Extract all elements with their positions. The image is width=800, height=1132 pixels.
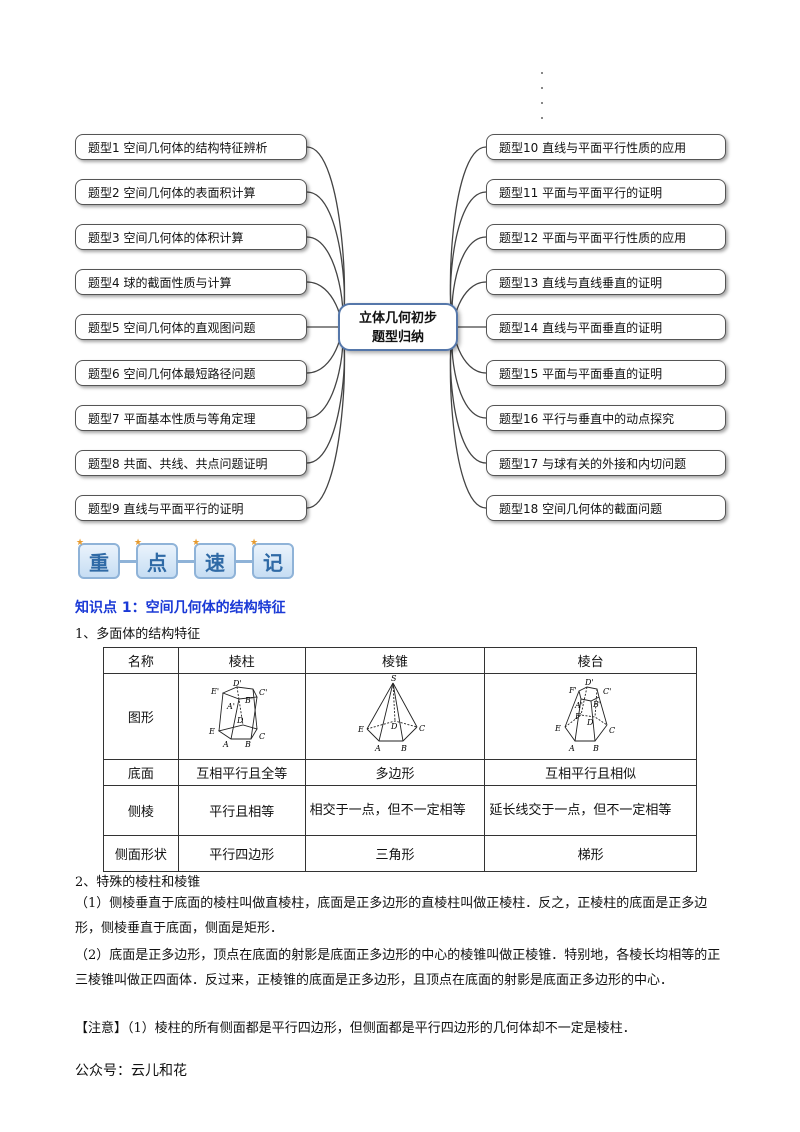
vertex-label: F' — [568, 686, 577, 695]
badge-text: 速 — [205, 551, 225, 575]
vertex-label: A — [222, 740, 229, 749]
mindmap-topic: 题型13 直线与直线垂直的证明 — [486, 269, 726, 295]
star-icon: ★ — [134, 538, 143, 548]
paragraph: （1）侧棱垂直于底面的棱柱叫做直棱柱，底面是正多边形的直棱柱叫做正棱柱．反之，正… — [75, 896, 708, 936]
table-cell: 多边形 — [304, 759, 486, 786]
badge-text: 点 — [147, 551, 167, 575]
footer-text: 公众号：云儿和花 — [75, 1063, 187, 1079]
vertex-label: B — [244, 740, 251, 749]
vertex-label: F — [574, 712, 581, 721]
vertex-label: C' — [259, 688, 267, 697]
mindmap-topic: 题型16 平行与垂直中的动点探究 — [486, 405, 726, 431]
knowledge-point-title: 知识点 1：空间几何体的结构特征 — [75, 600, 286, 616]
frustum-figure-cell: F' D' C' B' A' F D C E A B — [484, 673, 697, 760]
table-header: 名称 — [103, 647, 179, 674]
badge-text: 重 — [89, 551, 109, 575]
table-header: 棱柱 — [177, 647, 306, 674]
mindmap-topic: 题型18 空间几何体的截面问题 — [486, 495, 726, 521]
vertex-label: B' — [244, 696, 253, 705]
decorative-dots — [541, 72, 545, 132]
table-cell: 平行且相等 — [177, 785, 306, 836]
table-header: 棱台 — [484, 647, 697, 674]
table-cell: 延长线交于一点，但不一定相等 — [484, 785, 697, 836]
vertex-label: C — [259, 732, 265, 741]
star-icon: ★ — [250, 538, 259, 548]
mindmap-topic: 题型10 直线与平面平行性质的应用 — [486, 134, 726, 160]
table-header: 棱锥 — [304, 647, 486, 674]
pyramid-figure-cell: S E D A B C — [304, 673, 486, 760]
vertex-label: E — [554, 724, 561, 733]
table-row-label: 图形 — [103, 673, 179, 760]
vertex-label: A' — [574, 701, 583, 710]
prism-figure: E' D' C' B' A' D E A B C — [208, 679, 267, 749]
mindmap-topic: 题型6 空间几何体最短路径问题 — [75, 360, 307, 386]
vertex-label: C' — [603, 687, 611, 696]
badge-char: ★记 — [250, 539, 294, 579]
mindmap-center-line1: 立体几何初步 — [358, 311, 437, 326]
badge-char: ★速 — [192, 539, 236, 579]
vertex-label: B — [592, 744, 599, 753]
mindmap-topic: 题型7 平面基本性质与等角定理 — [75, 405, 307, 431]
table-cell: 互相平行且全等 — [177, 759, 306, 786]
section-title: 2、特殊的棱柱和棱锥 — [75, 875, 201, 890]
star-icon: ★ — [192, 538, 201, 548]
table-cell: 梯形 — [484, 835, 697, 872]
paragraph: （2）底面是正多边形，顶点在底面的射影是底面正多边形的中心的棱锥叫做正棱锥．特别… — [75, 948, 721, 988]
badge-text: 记 — [263, 551, 283, 575]
frustum-figure: F' D' C' B' A' F D C E A B — [554, 678, 615, 753]
section-title: 1、多面体的结构特征 — [75, 627, 201, 642]
vertex-label: C — [609, 726, 615, 735]
mindmap-center: 立体几何初步 题型归纳 — [338, 303, 458, 351]
vertex-label: D — [390, 722, 398, 731]
mindmap-topic: 题型3 空间几何体的体积计算 — [75, 224, 307, 250]
table-cell: 平行四边形 — [177, 835, 306, 872]
table-cell: 互相平行且相似 — [484, 759, 697, 786]
badge-char: ★重 — [76, 539, 120, 579]
mindmap-topic: 题型11 平面与平面平行的证明 — [486, 179, 726, 205]
vertex-label: E — [357, 725, 364, 734]
mindmap-topic: 题型2 空间几何体的表面积计算 — [75, 179, 307, 205]
mindmap-topic: 题型14 直线与平面垂直的证明 — [486, 314, 726, 340]
vertex-label: S — [391, 675, 397, 683]
vertex-label: D' — [584, 678, 594, 687]
vertex-label: A' — [226, 702, 235, 711]
vertex-label: D — [236, 716, 244, 725]
vertex-label: A — [568, 744, 575, 753]
key-points-badge: ★重 ★点 ★速 ★记 — [76, 539, 294, 581]
vertex-label: A — [374, 744, 381, 753]
vertex-label: B' — [592, 700, 601, 709]
pyramid-figure: S E D A B C — [357, 674, 425, 753]
mindmap-topic: 题型1 空间几何体的结构特征辨析 — [75, 134, 307, 160]
mindmap-topic: 题型5 空间几何体的直观图问题 — [75, 314, 307, 340]
vertex-label: C — [419, 724, 425, 733]
vertex-label: B — [400, 744, 407, 753]
note: 【注意】（1）棱柱的所有侧面都是平行四边形，但侧面都是平行四边形的几何体却不一定… — [75, 1021, 636, 1036]
mindmap-topic: 题型12 平面与平面平行性质的应用 — [486, 224, 726, 250]
table-row-label: 侧面形状 — [103, 835, 179, 872]
table-row-label: 底面 — [103, 759, 179, 786]
vertex-label: E — [208, 727, 215, 736]
mindmap-center-line2: 题型归纳 — [371, 330, 424, 345]
badge-char: ★点 — [134, 539, 178, 579]
vertex-label: D' — [232, 679, 242, 688]
mindmap-topic: 题型8 共面、共线、共点问题证明 — [75, 450, 307, 476]
prism-figure-cell: E' D' C' B' A' D E A B C — [177, 673, 306, 760]
mindmap-topic: 题型17 与球有关的外接和内切问题 — [486, 450, 726, 476]
table-cell: 三角形 — [304, 835, 486, 872]
mindmap-topic: 题型4 球的截面性质与计算 — [75, 269, 307, 295]
table-row-label: 侧棱 — [103, 785, 179, 836]
mindmap-topic: 题型15 平面与平面垂直的证明 — [486, 360, 726, 386]
vertex-label: D — [586, 718, 594, 727]
mindmap-topic: 题型9 直线与平面平行的证明 — [75, 495, 307, 521]
polyhedron-table: 名称 棱柱 棱锥 棱台 图形 E' D' C' — [103, 647, 697, 872]
table-cell: 相交于一点，但不一定相等 — [304, 785, 486, 836]
star-icon: ★ — [76, 538, 85, 548]
vertex-label: E' — [210, 687, 219, 696]
